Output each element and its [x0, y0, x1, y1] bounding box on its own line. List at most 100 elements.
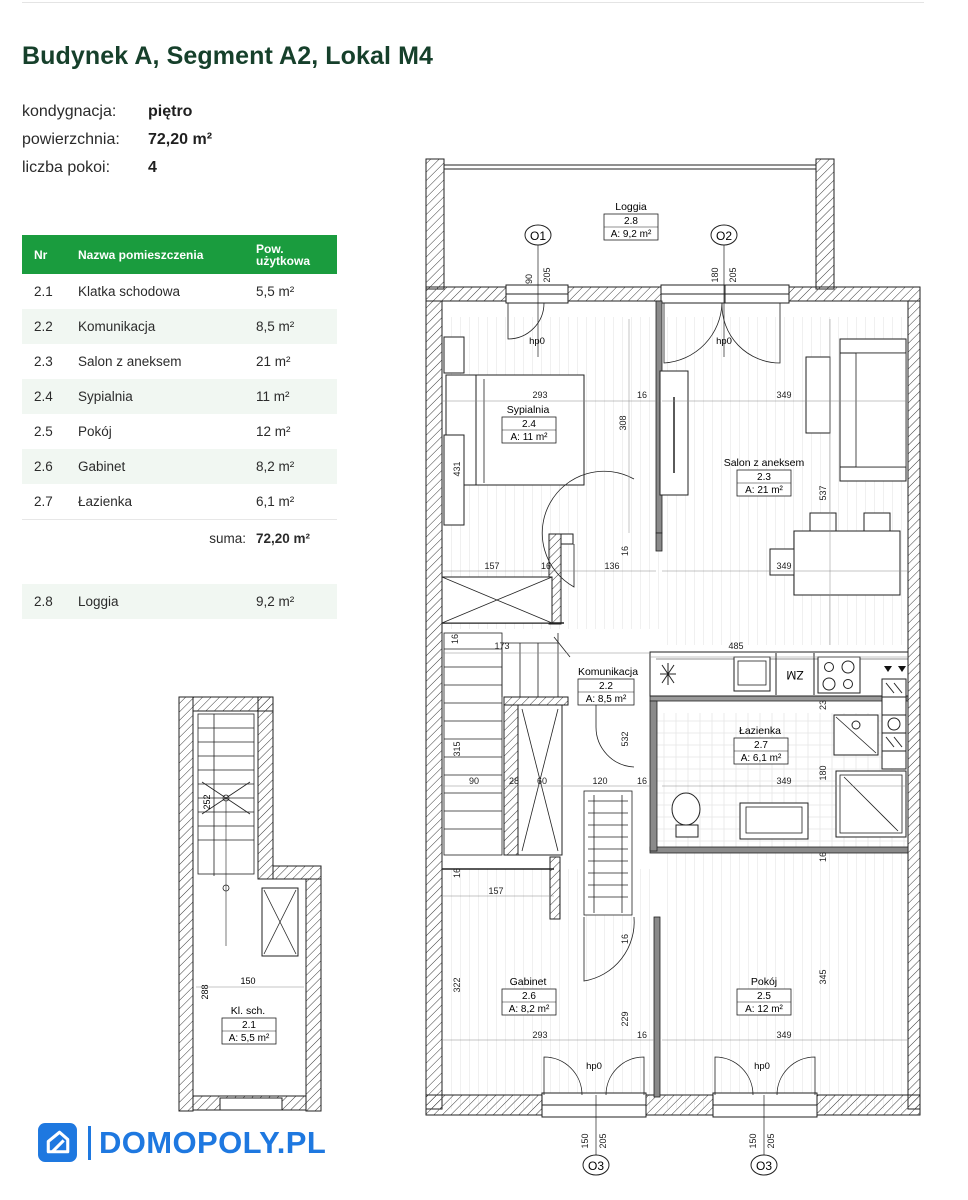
wall-gabinet-pokoj: [653, 916, 661, 1098]
dim-label: 252: [202, 794, 212, 809]
svg-text:Sypialnia: Sypialnia: [507, 404, 550, 416]
dim-label: 345: [818, 969, 828, 984]
svg-text:A: 11 m²: A: 11 m²: [510, 432, 548, 443]
dim-label: 431: [452, 461, 462, 476]
dim-label: 349: [776, 776, 791, 786]
header-area: Pow.użytkowa: [256, 235, 337, 274]
dim-label: 349: [776, 1030, 791, 1040]
row-name: Sypialnia: [78, 379, 256, 414]
row-nr: 2.4: [22, 379, 78, 414]
row-area: 5,5 m²: [256, 284, 295, 299]
window-marks: [524, 224, 778, 1176]
svg-text:A: 8,2 m²: A: 8,2 m²: [509, 1004, 550, 1015]
svg-text:A: 8,5 m²: A: 8,5 m²: [586, 694, 627, 705]
page-title: Budynek A, Segment A2, Lokal M4: [22, 42, 434, 70]
row-area: 8,2 m²: [256, 449, 337, 484]
room-label-loggia: Loggia 2.8 A: 9,2 m²: [603, 201, 659, 241]
dim-label: 60: [537, 776, 547, 786]
spec-rooms: liczba pokoi: 4: [22, 154, 212, 182]
table-header-row: Nr Nazwa pomieszczenia Pow.użytkowa: [22, 235, 337, 274]
table-row: 2.1 Klatka schodowa 5,5 m²: [22, 274, 337, 309]
row-area: 9,2 m²: [256, 584, 337, 619]
svg-text:A: 9,2 m²: A: 9,2 m²: [611, 229, 652, 240]
spec-value: 72,20 m²: [148, 131, 213, 148]
spec-label: powierzchnia:: [22, 131, 120, 148]
wall-lazienka-bottom: [649, 846, 909, 854]
dim-label: 150: [240, 976, 255, 986]
svg-text:2.3: 2.3: [757, 472, 771, 483]
coffee-table: [805, 356, 831, 434]
svg-text:A: 6,1 m²: A: 6,1 m²: [741, 753, 782, 764]
dim-label: 349: [776, 390, 791, 400]
floor-plan: ZM: [425, 158, 921, 1176]
header-nr: Nr: [22, 235, 78, 274]
svg-text:Kl. sch.: Kl. sch.: [231, 1005, 265, 1017]
dim-label: 485: [728, 641, 743, 651]
dim-label: 293: [532, 1030, 547, 1040]
dim-label: 16: [637, 776, 647, 786]
dim-label: 180: [710, 267, 720, 282]
dining-table: [793, 530, 901, 596]
room-label-salon: Salon z aneksem 2.3 A: 21 m²: [724, 457, 805, 497]
dim-label: 173: [494, 641, 509, 651]
dim-label: 23: [818, 700, 828, 710]
toilet: [671, 792, 701, 826]
dim-label: 205: [542, 267, 552, 282]
spec-area: powierzchnia: 72,20 m²: [22, 126, 212, 154]
header-area-line2: użytkowa: [256, 253, 311, 268]
row-nr: 2.1: [34, 284, 53, 299]
dim-label: 315: [452, 741, 462, 756]
brand-logo[interactable]: DOMOPOLY.PL: [37, 1122, 326, 1163]
dim-label: 537: [818, 485, 828, 500]
svg-text:Gabinet: Gabinet: [510, 976, 547, 988]
row-name: Gabinet: [78, 449, 256, 484]
svg-text:Pokój: Pokój: [751, 976, 777, 988]
table-row-loggia: 2.8 Loggia 9,2 m²: [22, 584, 337, 619]
table-spacer: [22, 558, 337, 584]
svg-text:2.4: 2.4: [522, 419, 536, 430]
dim-label: 180: [818, 765, 828, 780]
loggia-wall-left: [425, 158, 445, 290]
room-label-lazienka: Łazienka 2.7 A: 6,1 m²: [733, 725, 789, 765]
dim-label: 16: [450, 634, 460, 644]
dim-label: 120: [592, 776, 607, 786]
wall-lazienka-left: [649, 700, 658, 852]
dim-label: 157: [484, 561, 499, 571]
dimension-lines: [442, 319, 908, 1041]
row-nr: 2.6: [22, 449, 78, 484]
room-label-gabinet: Gabinet 2.6 A: 8,2 m²: [501, 976, 557, 1016]
svg-text:2.6: 2.6: [522, 991, 536, 1002]
dim-label: 288: [200, 984, 210, 999]
table-row: 2.6 Gabinet 8,2 m²: [22, 449, 337, 484]
dim-label: 90: [469, 776, 479, 786]
dim-label: 16: [620, 934, 630, 944]
dim-label: 205: [766, 1133, 776, 1148]
stairs: [443, 632, 571, 856]
svg-text:A: 21 m²: A: 21 m²: [745, 485, 783, 496]
sum-label: suma:: [22, 518, 256, 558]
wall-gabinet-top: [549, 856, 561, 920]
window-mark-o1: O1: [530, 229, 546, 243]
dim-label: 532: [620, 731, 630, 746]
dim-label: 293: [532, 390, 547, 400]
row-area: 8,5 m²: [256, 309, 337, 344]
row-name: Klatka schodowa: [78, 284, 181, 299]
room-label-sypialnia: Sypialnia 2.4 A: 11 m²: [501, 404, 557, 444]
house-logo-icon: [38, 1123, 77, 1162]
spec-floor: kondygnacja: piętro: [22, 98, 212, 126]
wall-left: [425, 300, 443, 1110]
dim-label: 136: [604, 561, 619, 571]
header-area-line1: Pow.: [256, 241, 284, 256]
room-label-komunikacja: Komunikacja 2.2 A: 8,5 m²: [577, 666, 638, 706]
row-area: 21 m²: [256, 354, 291, 369]
dim-label: 322: [452, 977, 462, 992]
svg-text:Salon z aneksem: Salon z aneksem: [724, 457, 805, 469]
svg-text:Łazienka: Łazienka: [739, 725, 781, 737]
dim-label: 90: [524, 274, 534, 284]
apartment-specs: kondygnacja: piętro powierzchnia: 72,20 …: [22, 98, 212, 182]
svg-text:Loggia: Loggia: [615, 201, 647, 213]
svg-text:2.5: 2.5: [757, 991, 771, 1002]
brand-name: DOMOPOLY.PL: [99, 1124, 327, 1160]
window-mark-o3: O3: [756, 1159, 772, 1173]
dim-label: 349: [776, 561, 791, 571]
